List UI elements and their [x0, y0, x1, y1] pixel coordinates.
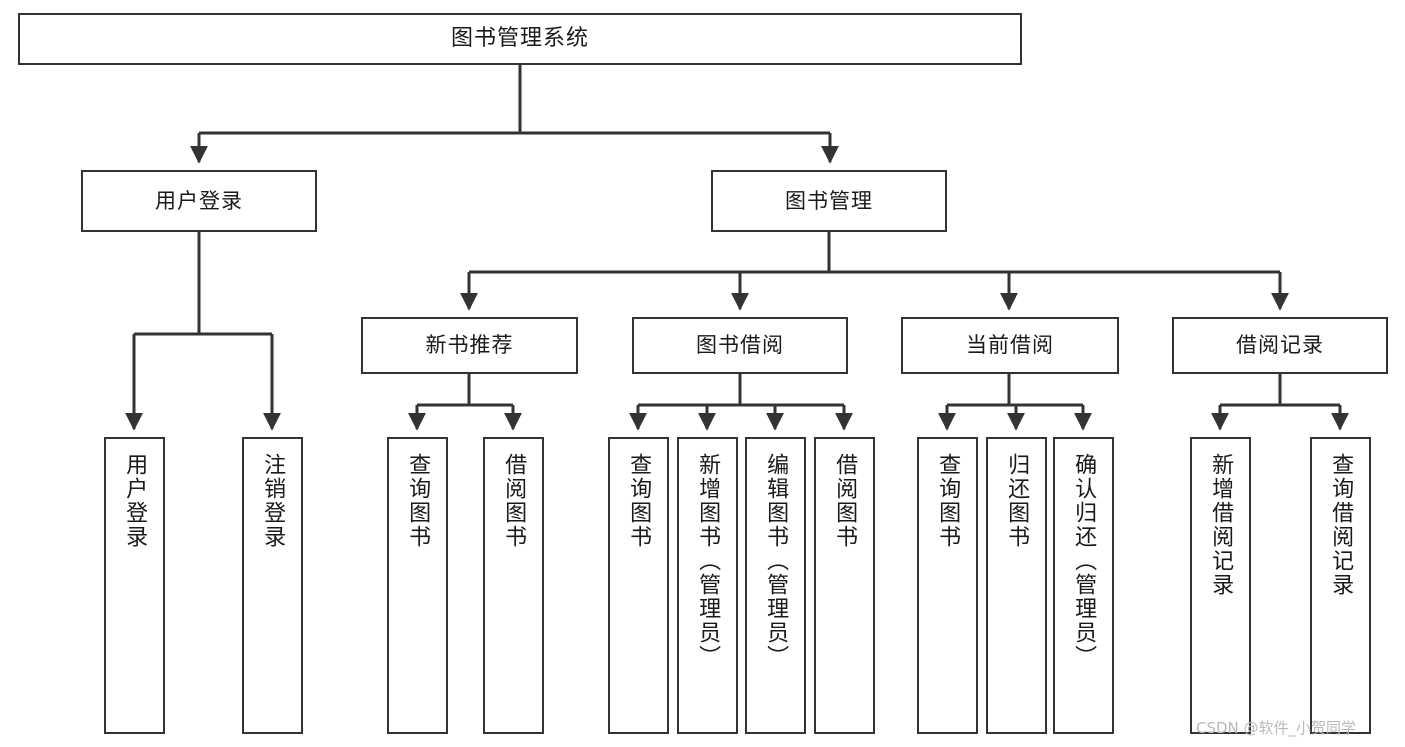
- node-leaf-current-return-book-label: 归还图书: [1004, 453, 1030, 549]
- node-leaf-borrow-add-book[interactable]: 新增图书（管理员）: [677, 437, 738, 734]
- watermark: CSDN @软件_小贺同学: [1196, 719, 1357, 737]
- node-leaf-borrow-query-book-label: 查询图书: [626, 453, 652, 549]
- node-user-login[interactable]: 用户登录: [81, 170, 317, 232]
- node-book-manage-label: 图书管理: [785, 188, 873, 213]
- node-current-borrow-label: 当前借阅: [966, 333, 1054, 358]
- node-leaf-user-logout-label: 注销登录: [260, 453, 286, 549]
- node-borrow-record[interactable]: 借阅记录: [1172, 317, 1388, 374]
- node-new-book-rec[interactable]: 新书推荐: [361, 317, 578, 374]
- node-leaf-record-query[interactable]: 查询借阅记录: [1310, 437, 1371, 734]
- node-leaf-record-add-label: 新增借阅记录: [1208, 453, 1234, 597]
- node-new-book-rec-label: 新书推荐: [425, 333, 514, 358]
- node-leaf-record-query-label: 查询借阅记录: [1328, 453, 1354, 597]
- node-leaf-borrow-edit-book[interactable]: 编辑图书（管理员）: [745, 437, 806, 734]
- node-leaf-user-login-label: 用户登录: [122, 453, 148, 549]
- node-leaf-user-login[interactable]: 用户登录: [104, 437, 165, 734]
- node-leaf-borrow-query-book[interactable]: 查询图书: [608, 437, 669, 734]
- node-leaf-borrow-borrow-book[interactable]: 借阅图书: [814, 437, 875, 734]
- node-borrow-record-label: 借阅记录: [1236, 333, 1324, 358]
- node-leaf-borrow-add-book-label: 新增图书（管理员）: [695, 453, 721, 669]
- node-leaf-borrow-borrow-book-label: 借阅图书: [832, 453, 858, 549]
- node-leaf-current-confirm-return-label: 确认归还（管理员）: [1071, 453, 1097, 669]
- node-book-borrow-label: 图书借阅: [696, 333, 784, 358]
- node-leaf-record-add[interactable]: 新增借阅记录: [1190, 437, 1251, 734]
- node-leaf-current-query-book[interactable]: 查询图书: [917, 437, 978, 734]
- node-leaf-rec-query-book-label: 查询图书: [405, 453, 431, 549]
- node-book-borrow[interactable]: 图书借阅: [632, 317, 848, 374]
- node-leaf-current-return-book[interactable]: 归还图书: [986, 437, 1047, 734]
- node-leaf-rec-borrow-book-label: 借阅图书: [501, 453, 527, 549]
- node-leaf-current-confirm-return[interactable]: 确认归还（管理员）: [1053, 437, 1114, 734]
- node-leaf-rec-query-book[interactable]: 查询图书: [387, 437, 448, 734]
- node-root[interactable]: 图书管理系统: [18, 13, 1022, 65]
- node-current-borrow[interactable]: 当前借阅: [901, 317, 1119, 374]
- node-leaf-current-query-book-label: 查询图书: [935, 453, 961, 549]
- node-leaf-borrow-edit-book-label: 编辑图书（管理员）: [763, 453, 789, 669]
- node-leaf-user-logout[interactable]: 注销登录: [242, 437, 303, 734]
- node-book-manage[interactable]: 图书管理: [711, 170, 947, 232]
- node-root-label: 图书管理系统: [450, 26, 589, 52]
- node-user-login-label: 用户登录: [155, 188, 243, 213]
- node-leaf-rec-borrow-book[interactable]: 借阅图书: [483, 437, 544, 734]
